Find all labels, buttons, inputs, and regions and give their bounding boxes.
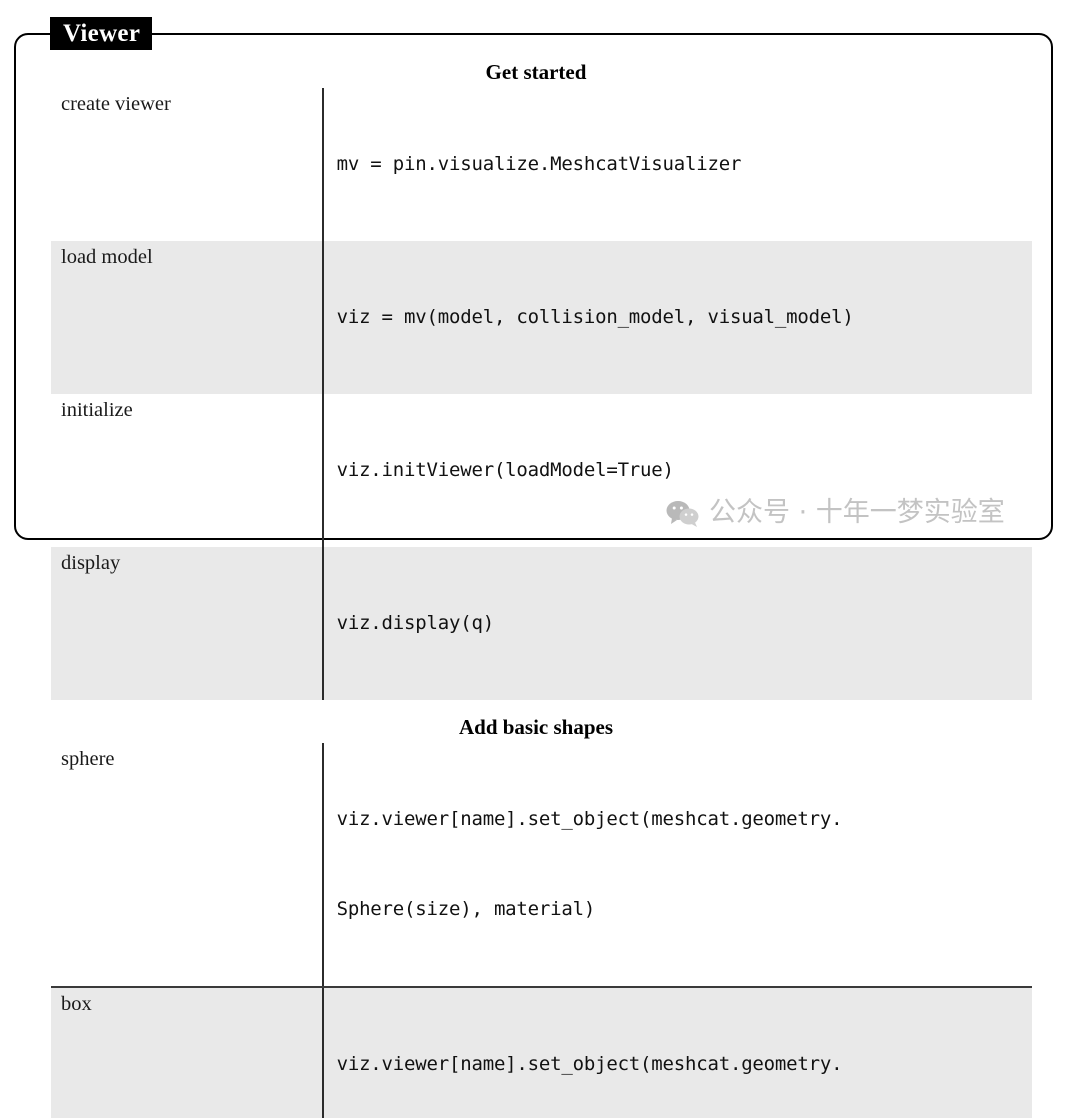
column-divider: [322, 394, 324, 547]
table-row: create viewer mv = pin.visualize.Meshcat…: [51, 88, 1032, 241]
row-code: viz.display(q): [336, 612, 495, 634]
row-code: mv = pin.visualize.MeshcatVisualizer: [336, 153, 742, 175]
row-code: viz.viewer[name].set_object(meshcat.geom…: [336, 808, 843, 920]
row-label: display: [61, 552, 121, 574]
table-row: load model viz = mv(model, collision_mod…: [51, 241, 1032, 394]
table-row: initialize viz.initViewer(loadModel=True…: [51, 394, 1032, 547]
cheatsheet-table: Get started create viewer mv = pin.visua…: [51, 57, 1032, 1118]
column-divider: [322, 88, 324, 241]
table-row: box viz.viewer[name].set_object(meshcat.…: [51, 987, 1032, 1118]
section-heading-add-basic-shapes: Add basic shapes: [458, 715, 614, 739]
row-label: create viewer: [61, 93, 171, 115]
row-label: sphere: [61, 748, 115, 770]
table-row: display viz.display(q): [51, 547, 1032, 700]
column-divider: [322, 241, 324, 394]
table-row: sphere viz.viewer[name].set_object(meshc…: [51, 743, 1032, 986]
row-label: box: [61, 992, 92, 1015]
row-code: viz.viewer[name].set_object(meshcat.geom…: [336, 1052, 843, 1075]
row-label: load model: [61, 246, 153, 268]
card-title-tab: Viewer: [50, 17, 153, 50]
section-heading-get-started: Get started: [485, 60, 587, 84]
card-title-label: Viewer: [63, 20, 141, 47]
row-code: viz.initViewer(loadModel=True): [336, 459, 674, 481]
row-label: initialize: [61, 399, 133, 421]
row-code: viz = mv(model, collision_model, visual_…: [336, 306, 854, 328]
